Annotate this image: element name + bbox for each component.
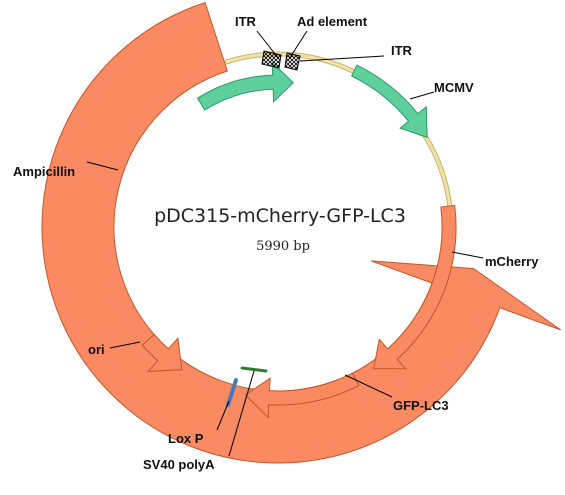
itr-right-marker	[284, 52, 301, 71]
mcmv-feature	[350, 64, 428, 139]
ad-element-inner-arrow	[196, 61, 294, 111]
itr-left-label: ITR	[235, 14, 257, 29]
gfp-lc3-label: GFP-LC3	[393, 398, 449, 413]
ad-element-label: Ad element	[297, 14, 368, 29]
sv40-polya-label: SV40 polyA	[143, 457, 215, 472]
ampicillin-feature	[41, 1, 561, 464]
ori-feature	[141, 333, 183, 373]
mcherry-feature	[372, 204, 457, 370]
sv40-polya-marker	[240, 366, 268, 373]
lox-p-label: Lox P	[168, 431, 204, 446]
itr-right-label: ITR	[391, 43, 413, 58]
mcherry-label: mCherry	[485, 254, 539, 269]
ori-label: ori	[88, 342, 105, 357]
lox-p-marker	[226, 378, 238, 407]
plasmid-name: pDC315-mCherry-GFP-LC3	[154, 205, 406, 227]
plasmid-size: 5990 bp	[256, 239, 310, 254]
ampicillin-label: Ampicillin	[13, 164, 75, 179]
gfp-lc3-feature	[244, 372, 360, 419]
mcmv-label: MCMV	[434, 80, 474, 95]
